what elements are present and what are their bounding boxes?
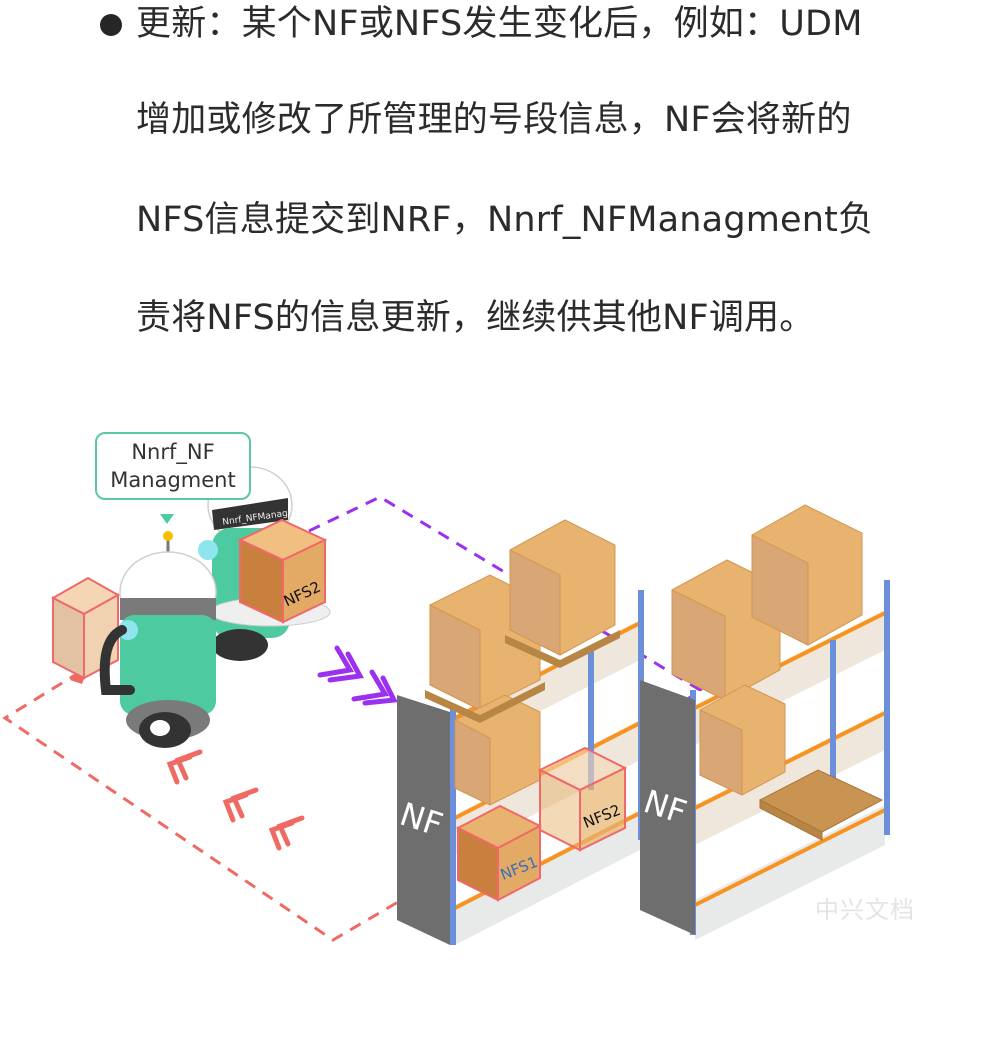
robot-box-nfs2	[237, 518, 328, 624]
text-line-2: 增加或修改了所管理的号段信息，NF会将新的	[136, 100, 852, 140]
rack-2: NF	[639, 504, 890, 940]
warehouse-illustration: NFS1 NFS2 NF	[2, 466, 890, 945]
rack-1: NFS1 NFS2 NF	[395, 519, 644, 945]
pallet	[425, 630, 620, 723]
bullet-dot-icon	[100, 14, 122, 36]
callout-nnrf-nf-managment: Nnrf_NF Managment	[95, 432, 251, 500]
return-path	[2, 670, 471, 942]
watermark: 中兴文档	[815, 896, 915, 924]
chevrons-left-icon	[166, 749, 305, 851]
text-line-4: 责将NFS的信息更新，继续供其他NF调用。	[136, 298, 815, 338]
callout-pointer-icon	[160, 514, 174, 524]
delivery-path	[289, 495, 703, 747]
box-nfs1	[455, 804, 543, 902]
callout-label-line1: Nnrf_NF	[131, 440, 215, 464]
box-stack	[429, 519, 616, 806]
chevrons-right-icon	[317, 645, 398, 706]
callout-label-line2: Managment	[110, 468, 236, 492]
robot-front-box	[50, 576, 121, 680]
rack-2-side-panel	[640, 680, 695, 935]
text-line-1: 更新：某个NF或NFS发生变化后，例如：UDM	[136, 4, 863, 44]
robot-front	[50, 514, 217, 748]
rack-1-side-panel	[397, 695, 450, 945]
box-nfs2	[537, 746, 628, 852]
text-line-3: NFS信息提交到NRF，Nnrf_NFManagment负	[136, 200, 874, 240]
